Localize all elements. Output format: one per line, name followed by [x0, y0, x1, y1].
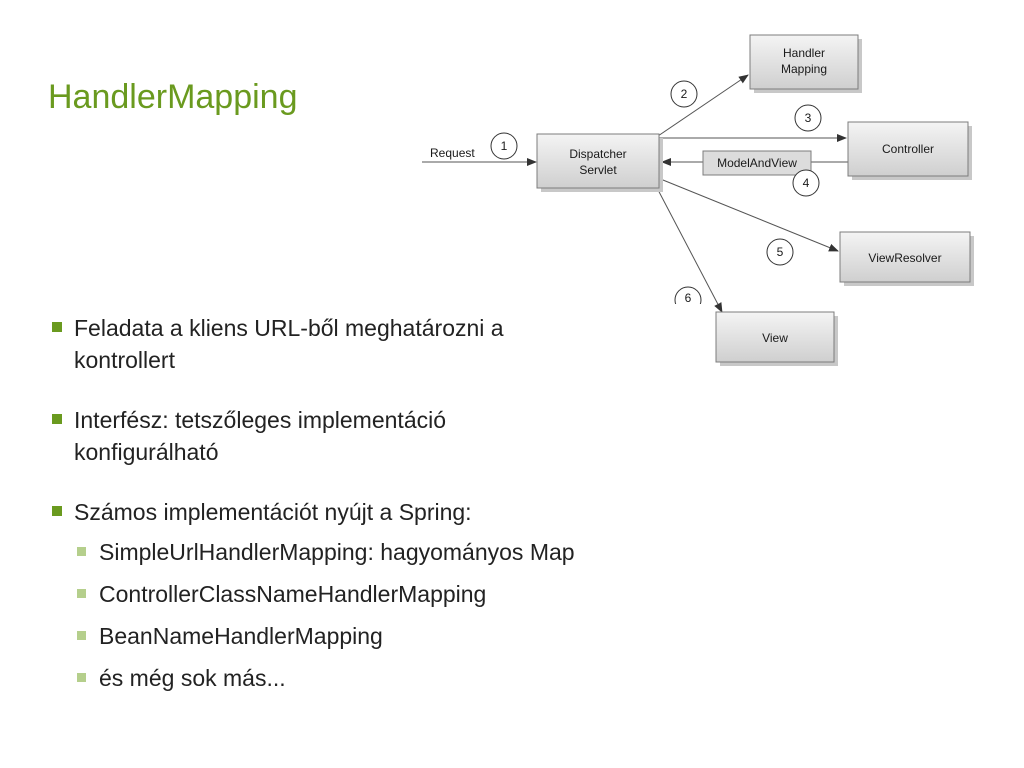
bullet-text-continued: konfigurálható	[74, 439, 219, 465]
arrow-to-handler-mapping	[657, 74, 749, 137]
bullet-text: Feladata a kliens URL-ből meghatározni a	[74, 315, 504, 341]
sub-bullet-item: ControllerClassNameHandlerMapping	[50, 578, 750, 610]
sub-bullet-marker	[77, 547, 86, 556]
sub-bullet-marker	[77, 631, 86, 640]
view-resolver-box: ViewResolver	[839, 231, 974, 286]
step-5-label: 5	[777, 245, 784, 259]
step-2-label: 2	[681, 87, 688, 101]
request-label: Request	[430, 146, 475, 160]
dispatcher-label-line1: Dispatcher	[569, 147, 626, 161]
sub-bullet-list: SimpleUrlHandlerMapping: hagyományos Map…	[50, 536, 750, 694]
bullet-item: Számos implementációt nyújt a Spring:	[50, 496, 750, 528]
bullet-list: Feladata a kliens URL-ből meghatározni a…	[50, 312, 750, 704]
bullet-text: Számos implementációt nyújt a Spring:	[74, 499, 472, 525]
step-1-label: 1	[501, 139, 508, 153]
bullet-text: Interfész: tetszőleges implementáció	[74, 407, 447, 433]
dispatcher-servlet-box: Dispatcher Servlet	[536, 133, 663, 192]
sub-bullet-text: SimpleUrlHandlerMapping: hagyományos Map	[99, 539, 575, 565]
step-3-label: 3	[805, 111, 812, 125]
bullet-text-continued: kontrollert	[74, 347, 175, 373]
model-and-view-box: ModelAndView	[702, 150, 812, 176]
handler-mapping-label-line2: Mapping	[781, 62, 827, 76]
sub-bullet-item: és még sok más...	[50, 662, 750, 694]
bullet-marker	[52, 414, 62, 424]
view-resolver-label: ViewResolver	[868, 251, 941, 265]
step-4-badge: 4	[792, 169, 820, 197]
request-flow-diagram: Dispatcher Servlet Handler Mapping Contr…	[422, 34, 974, 366]
bullet-marker	[52, 506, 62, 516]
step-4-label: 4	[803, 176, 810, 190]
handler-mapping-label-line1: Handler	[783, 46, 825, 60]
controller-box: Controller	[847, 121, 972, 180]
step-6-badge: 6	[672, 286, 706, 318]
bullet-marker	[52, 322, 62, 332]
arrow-to-view	[655, 185, 723, 313]
controller-label: Controller	[882, 142, 934, 156]
model-and-view-label: ModelAndView	[717, 156, 797, 170]
sub-bullet-marker	[77, 589, 86, 598]
sub-bullet-text: és még sok más...	[99, 665, 286, 691]
bullet-item: Interfész: tetszőleges implementáció kon…	[50, 404, 750, 468]
slide-title: HandlerMapping	[48, 78, 298, 116]
sub-bullet-container: SimpleUrlHandlerMapping: hagyományos Map…	[50, 536, 750, 694]
handler-mapping-box: Handler Mapping	[749, 34, 862, 93]
step-2-badge: 2	[670, 80, 698, 108]
step-6-label: 6	[685, 291, 692, 305]
view-box: View	[715, 311, 838, 366]
sub-bullet-item: SimpleUrlHandlerMapping: hagyományos Map	[50, 536, 750, 568]
step-1-badge: 1	[490, 132, 518, 160]
sub-bullet-marker	[77, 673, 86, 682]
step-3-badge: 3	[794, 104, 822, 132]
bullet-item: Feladata a kliens URL-ből meghatározni a…	[50, 312, 750, 376]
view-label: View	[762, 331, 788, 345]
step-5-badge: 5	[766, 238, 794, 266]
arrow-to-view-resolver	[657, 177, 839, 252]
dispatcher-label-line2: Servlet	[579, 163, 617, 177]
sub-bullet-item: BeanNameHandlerMapping	[50, 620, 750, 652]
sub-bullet-text: BeanNameHandlerMapping	[99, 623, 383, 649]
sub-bullet-text: ControllerClassNameHandlerMapping	[99, 581, 487, 607]
